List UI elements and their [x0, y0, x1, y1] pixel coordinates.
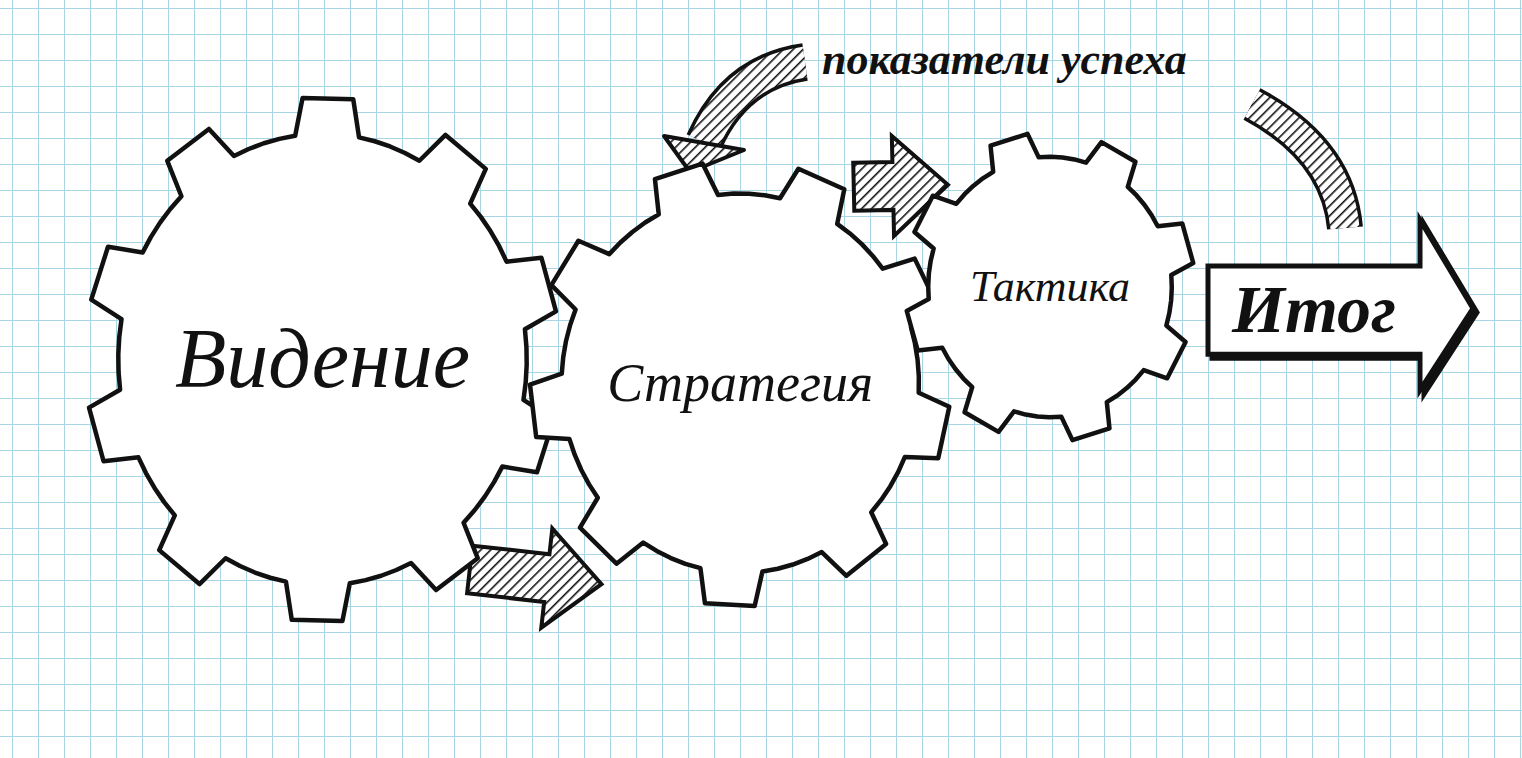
text-holder: Тактика	[905, 132, 1195, 442]
gear-shape	[89, 98, 556, 621]
gear-shape	[530, 164, 949, 606]
text-holder: Итог	[1208, 266, 1420, 354]
strategy-gear: Стратегия	[530, 160, 950, 606]
curved-arrow-fill	[1252, 104, 1345, 228]
curved-arrow-outline	[704, 62, 805, 142]
result-arrow-box: Итог	[1208, 220, 1473, 390]
arrow-shape	[1208, 220, 1473, 390]
gear-shape	[907, 134, 1194, 440]
node-text: Тактика	[970, 264, 1130, 310]
vision-gear: Видение	[85, 97, 560, 622]
block-arrow	[467, 528, 601, 627]
success-metrics-label: показатели успеха	[822, 36, 1187, 84]
node-text: Итог	[1232, 274, 1396, 345]
node-text: Стратегия	[607, 355, 873, 412]
curved-arrow-outline	[1252, 104, 1345, 228]
curved-arrow-left	[664, 62, 805, 172]
curved-arrow-right	[1252, 104, 1345, 228]
curved-arrow-fill	[704, 62, 805, 142]
tactics-gear: Тактика	[905, 132, 1195, 442]
text-holder: Стратегия	[530, 160, 950, 606]
node-text: Видение	[175, 315, 470, 403]
text-holder: Видение	[85, 97, 560, 622]
